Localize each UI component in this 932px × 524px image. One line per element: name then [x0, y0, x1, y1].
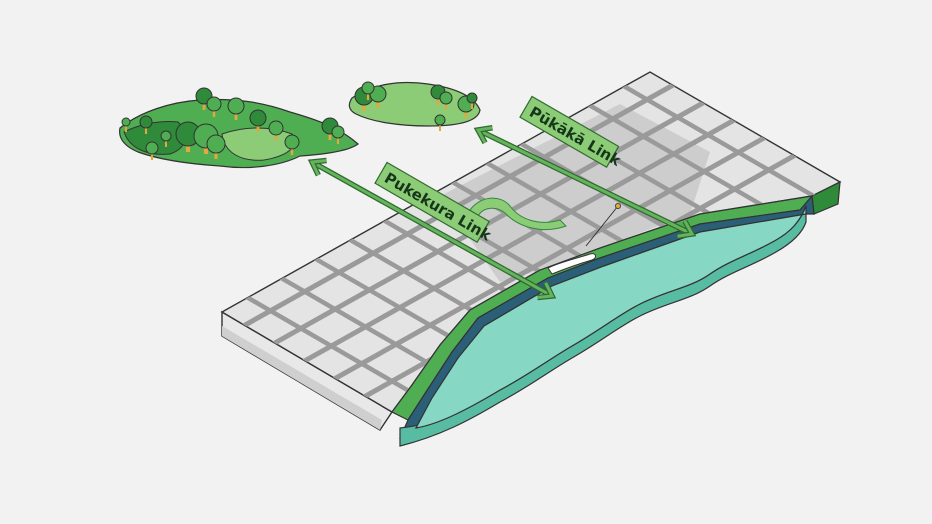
slab-left-side-shade	[222, 326, 382, 430]
label-pukaka-bg	[519, 95, 620, 169]
tree-canopy-10	[268, 120, 284, 136]
harbour-breakwater	[547, 253, 597, 275]
tree-canopy-8	[227, 97, 245, 115]
trees	[121, 81, 478, 160]
harbour	[469, 197, 622, 275]
tree-canopy-13	[331, 125, 345, 139]
tree-canopy-22	[434, 114, 446, 126]
arrow-pukekura-shaft	[311, 160, 553, 298]
arrow-pukaka-head-start	[475, 126, 493, 144]
green-loop	[469, 197, 567, 231]
arrow-pukekura-head-start	[309, 159, 327, 176]
tree-canopy-14	[121, 117, 131, 127]
street-long-3	[291, 87, 840, 405]
tree-canopy-0	[139, 115, 153, 129]
tree-canopy-9	[249, 109, 267, 127]
tree-canopy-19	[439, 91, 453, 105]
water-top	[414, 205, 807, 429]
arrow-pukekura-head-end	[537, 282, 555, 299]
link-arrows	[307, 125, 697, 301]
arrow-pukaka-head-end	[677, 220, 695, 238]
tree-canopy-11	[284, 134, 300, 150]
tree-canopy-2	[160, 130, 172, 142]
tree-canopy-1	[145, 141, 159, 155]
tree-canopy-5	[206, 134, 226, 154]
street-long-0	[222, 72, 760, 352]
tree-canopy-17	[361, 81, 375, 95]
label-pukekura-bg	[374, 161, 491, 244]
park-west	[119, 98, 359, 169]
central-district	[440, 104, 710, 282]
arrow-pukaka-shaft	[477, 128, 693, 236]
wharf-line	[585, 205, 619, 247]
river	[399, 205, 807, 447]
tree-canopy-7	[206, 96, 222, 112]
wharf-marker	[615, 202, 622, 209]
tree-canopy-21	[466, 92, 478, 104]
